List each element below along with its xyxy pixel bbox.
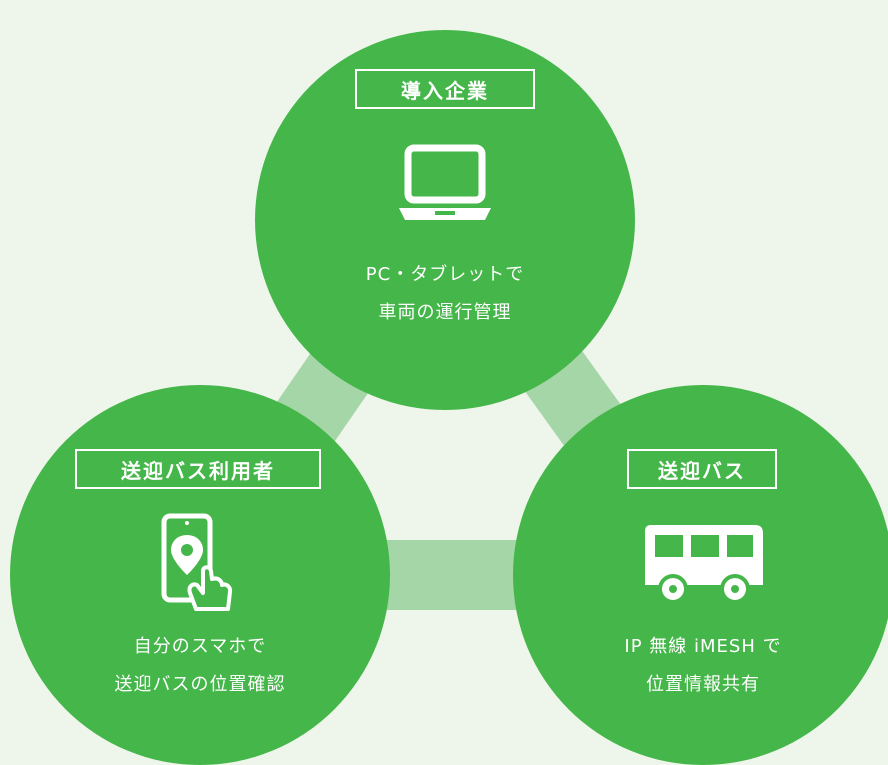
desc-line-2: 位置情報共有 <box>646 674 760 695</box>
laptop-icon <box>399 144 491 220</box>
node-bus: 送迎バス IP 無線 iMESH で 位置情報共有 <box>513 385 888 765</box>
desc-line-1: PC・タブレットで <box>365 264 525 285</box>
node-users-label: 送迎バス利用者 <box>75 449 321 489</box>
smartphone-location-icon <box>161 513 233 611</box>
desc-line-1: IP 無線 iMESH で <box>624 636 782 657</box>
node-bus-description: IP 無線 iMESH で 位置情報共有 <box>513 628 888 704</box>
node-company: 導入企業 PC・タブレットで 車両の運行管理 <box>255 30 635 410</box>
desc-line-2: 車両の運行管理 <box>378 302 512 323</box>
node-users-description: 自分のスマホで 送迎バスの位置確認 <box>10 628 390 704</box>
node-users: 送迎バス利用者 自分のスマホで 送迎バスの位置確認 <box>10 385 390 765</box>
desc-line-1: 自分のスマホで <box>133 636 267 657</box>
node-bus-label: 送迎バス <box>627 449 777 489</box>
desc-line-2: 送迎バスの位置確認 <box>114 674 286 695</box>
node-company-description: PC・タブレットで 車両の運行管理 <box>255 256 635 332</box>
node-company-label: 導入企業 <box>355 69 535 109</box>
bus-icon <box>645 525 763 604</box>
